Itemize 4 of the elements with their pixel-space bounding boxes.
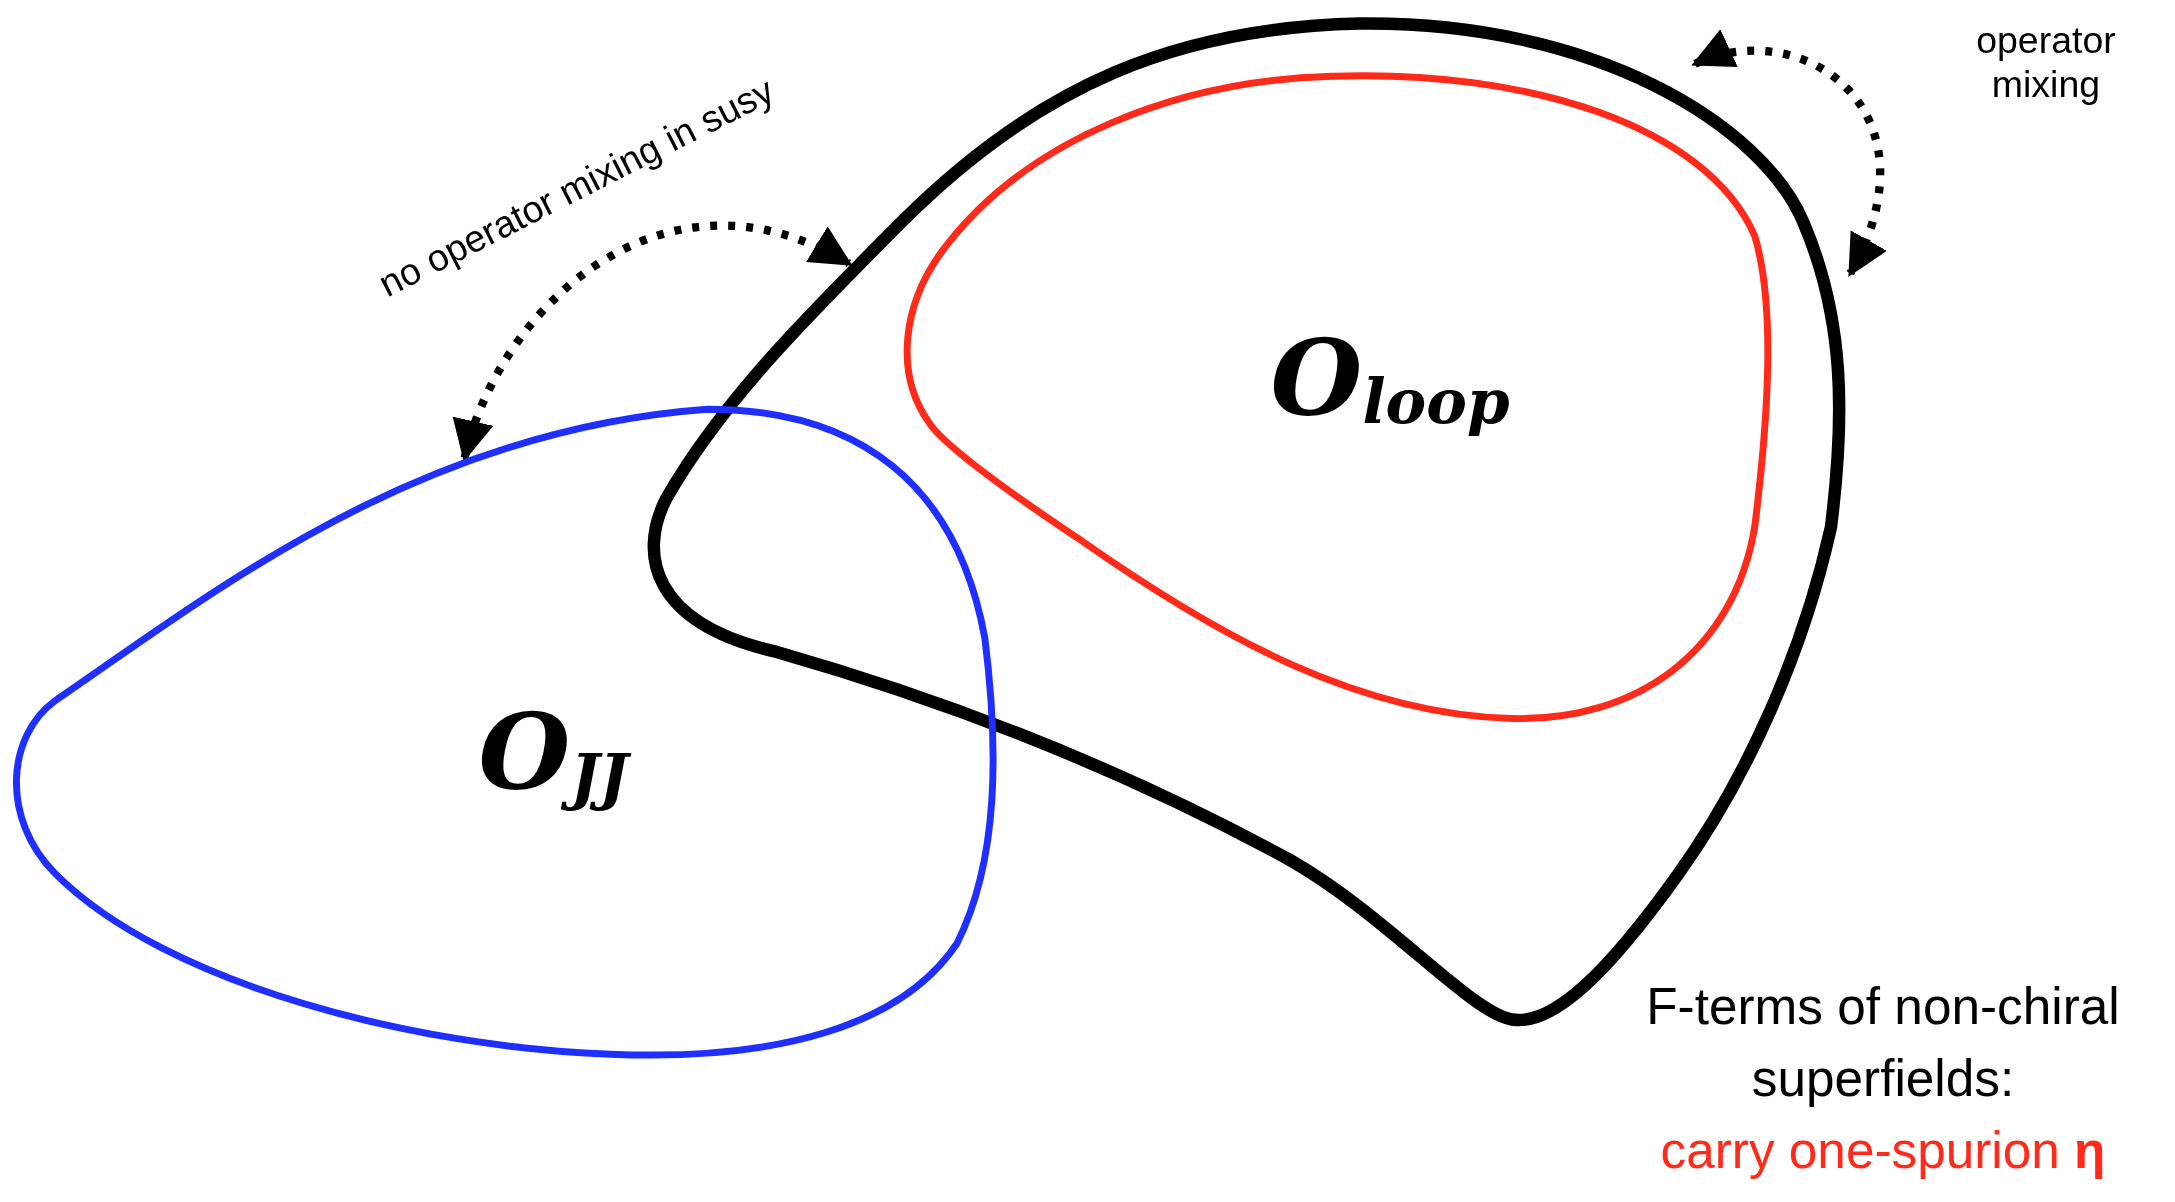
double-arrow: [455, 221, 853, 462]
caption-text: F-terms of non-chiral superfields:: [1645, 976, 2121, 1109]
caption-text: carry one-spurion η: [1660, 1120, 2106, 1181]
double-arrow: [1691, 31, 1886, 278]
